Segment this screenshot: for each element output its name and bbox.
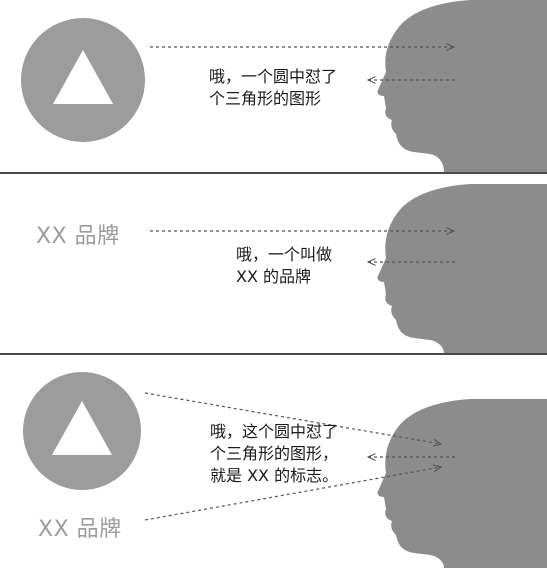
panel-logo-shape: 哦，一个圆中怼了 个三角形的图形 [0,0,547,172]
thought-text-2: 哦，一个叫做 XX 的品牌 [236,244,332,288]
human-head-profile-icon [377,184,547,354]
divider-1 [0,172,547,174]
panel-1-graphics [21,0,547,172]
thought-text-1: 哦，一个圆中怼了 个三角形的图形 [209,66,337,110]
circle-triangle-logo-icon [21,18,145,142]
human-head-profile-icon [377,399,547,568]
panel-brand-name: XX 品牌 哦，一个叫做 XX 的品牌 [0,174,547,354]
sight-arrow-from-brand [144,467,441,521]
brand-name-label: XX 品牌 [38,517,122,542]
thought-line: 哦，一个圆中怼了 [209,67,338,86]
human-head-profile-icon [377,0,547,172]
sight-arrow-from-logo [144,392,441,444]
brand-name-label: XX 品牌 [36,224,120,249]
thought-line: 个三角形的图形 [209,89,322,108]
panel-2-graphics [150,184,547,354]
divider-2 [0,353,547,355]
thought-text-3: 哦，这个圆中怼了 个三角形的图形， 就是 XX 的标志。 [210,421,338,487]
panel-3-graphics [23,372,547,568]
thought-line: 哦，一个叫做 [236,245,333,264]
thought-line: 就是 XX 的标志。 [210,466,339,485]
thought-line: 个三角形的图形， [210,444,339,463]
panel-logo-and-brand: XX 品牌 哦，这个圆中怼了 个三角形的图形， 就是 XX 的标志。 [0,355,547,568]
thought-line: 哦，这个圆中怼了 [210,422,339,441]
circle-triangle-logo-icon [23,372,141,490]
thought-line: XX 的品牌 [236,267,312,286]
